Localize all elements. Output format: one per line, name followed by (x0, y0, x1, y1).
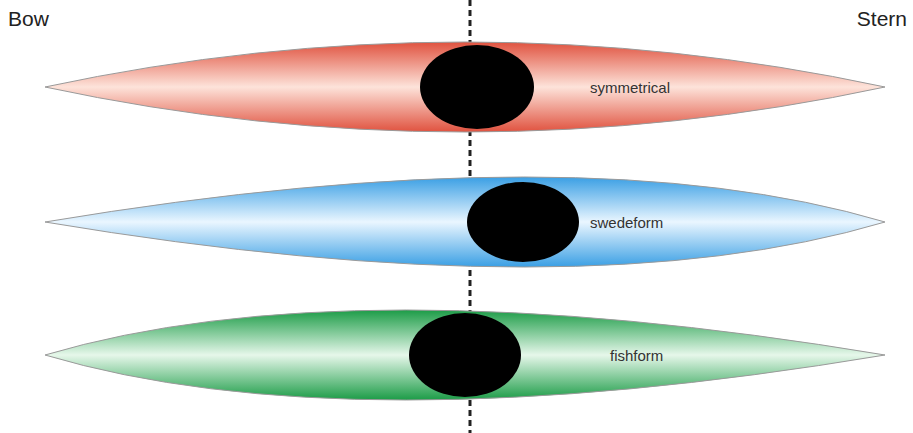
kayak-hull: symmetrical (45, 42, 885, 132)
hull-type-label: swedeform (590, 215, 663, 230)
hull-shape (45, 177, 885, 267)
hull-outline (45, 310, 885, 400)
hull-outline (45, 42, 885, 132)
hull-shape (45, 310, 885, 400)
hull-outline (45, 177, 885, 267)
hull-shape (45, 42, 885, 132)
hull-type-label: symmetrical (590, 80, 670, 95)
cockpit (467, 182, 579, 262)
kayak-hull: fishform (45, 310, 885, 400)
stern-label: Stern (857, 8, 907, 29)
hull-type-label: fishform (610, 348, 663, 363)
cockpit (409, 313, 521, 397)
bow-label: Bow (8, 8, 49, 29)
cockpit (420, 45, 534, 129)
kayak-hull: swedeform (45, 177, 885, 267)
